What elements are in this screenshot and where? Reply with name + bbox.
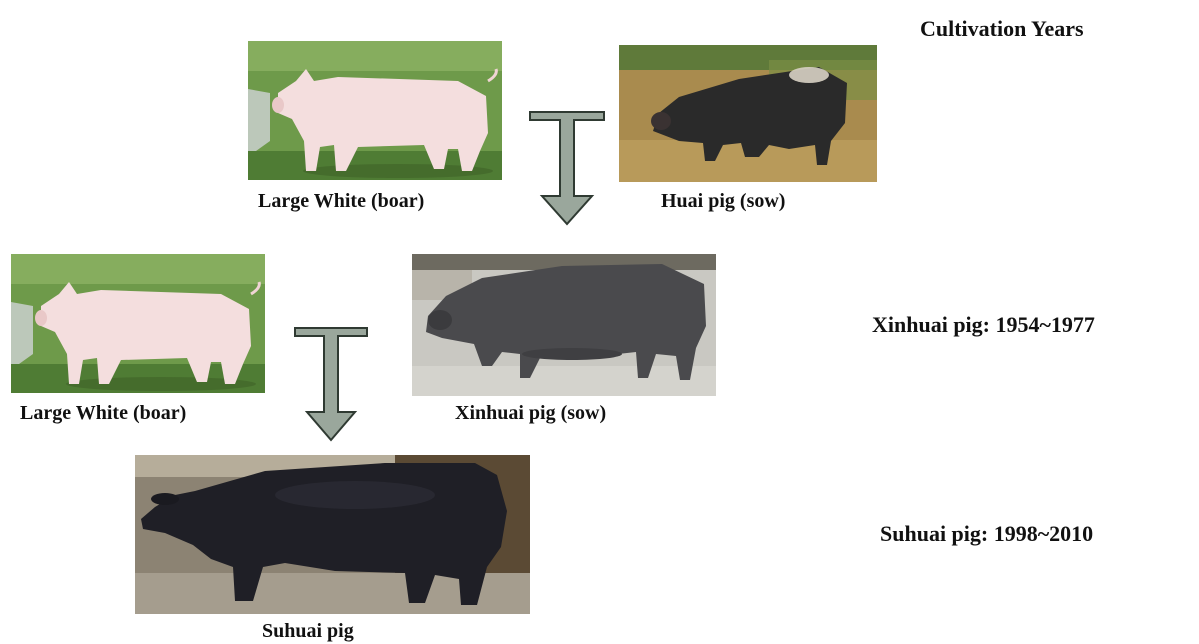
large-white-boar-label-2: Large White (boar): [20, 402, 186, 425]
suhuai-pig-years: Suhuai pig: 1998~2010: [880, 521, 1093, 547]
t-down-arrow-icon: [293, 326, 369, 444]
suhuai-pig-photo: [135, 455, 530, 614]
xinhuai-pig-sow-photo: [412, 254, 716, 396]
large-white-boar-photo-1: [248, 41, 502, 180]
large-white-boar-label-1: Large White (boar): [258, 190, 424, 213]
cultivation-years-title: Cultivation Years: [920, 16, 1084, 42]
xinhuai-pig-sow-label: Xinhuai pig (sow): [455, 402, 606, 425]
large-white-boar-photo-2: [11, 254, 265, 393]
t-down-arrow-icon: [528, 110, 606, 228]
huai-pig-sow-photo: [619, 45, 877, 182]
huai-pig-sow-label: Huai pig (sow): [661, 190, 785, 213]
xinhuai-pig-years: Xinhuai pig: 1954~1977: [872, 312, 1095, 338]
suhuai-pig-label: Suhuai pig: [262, 620, 354, 643]
